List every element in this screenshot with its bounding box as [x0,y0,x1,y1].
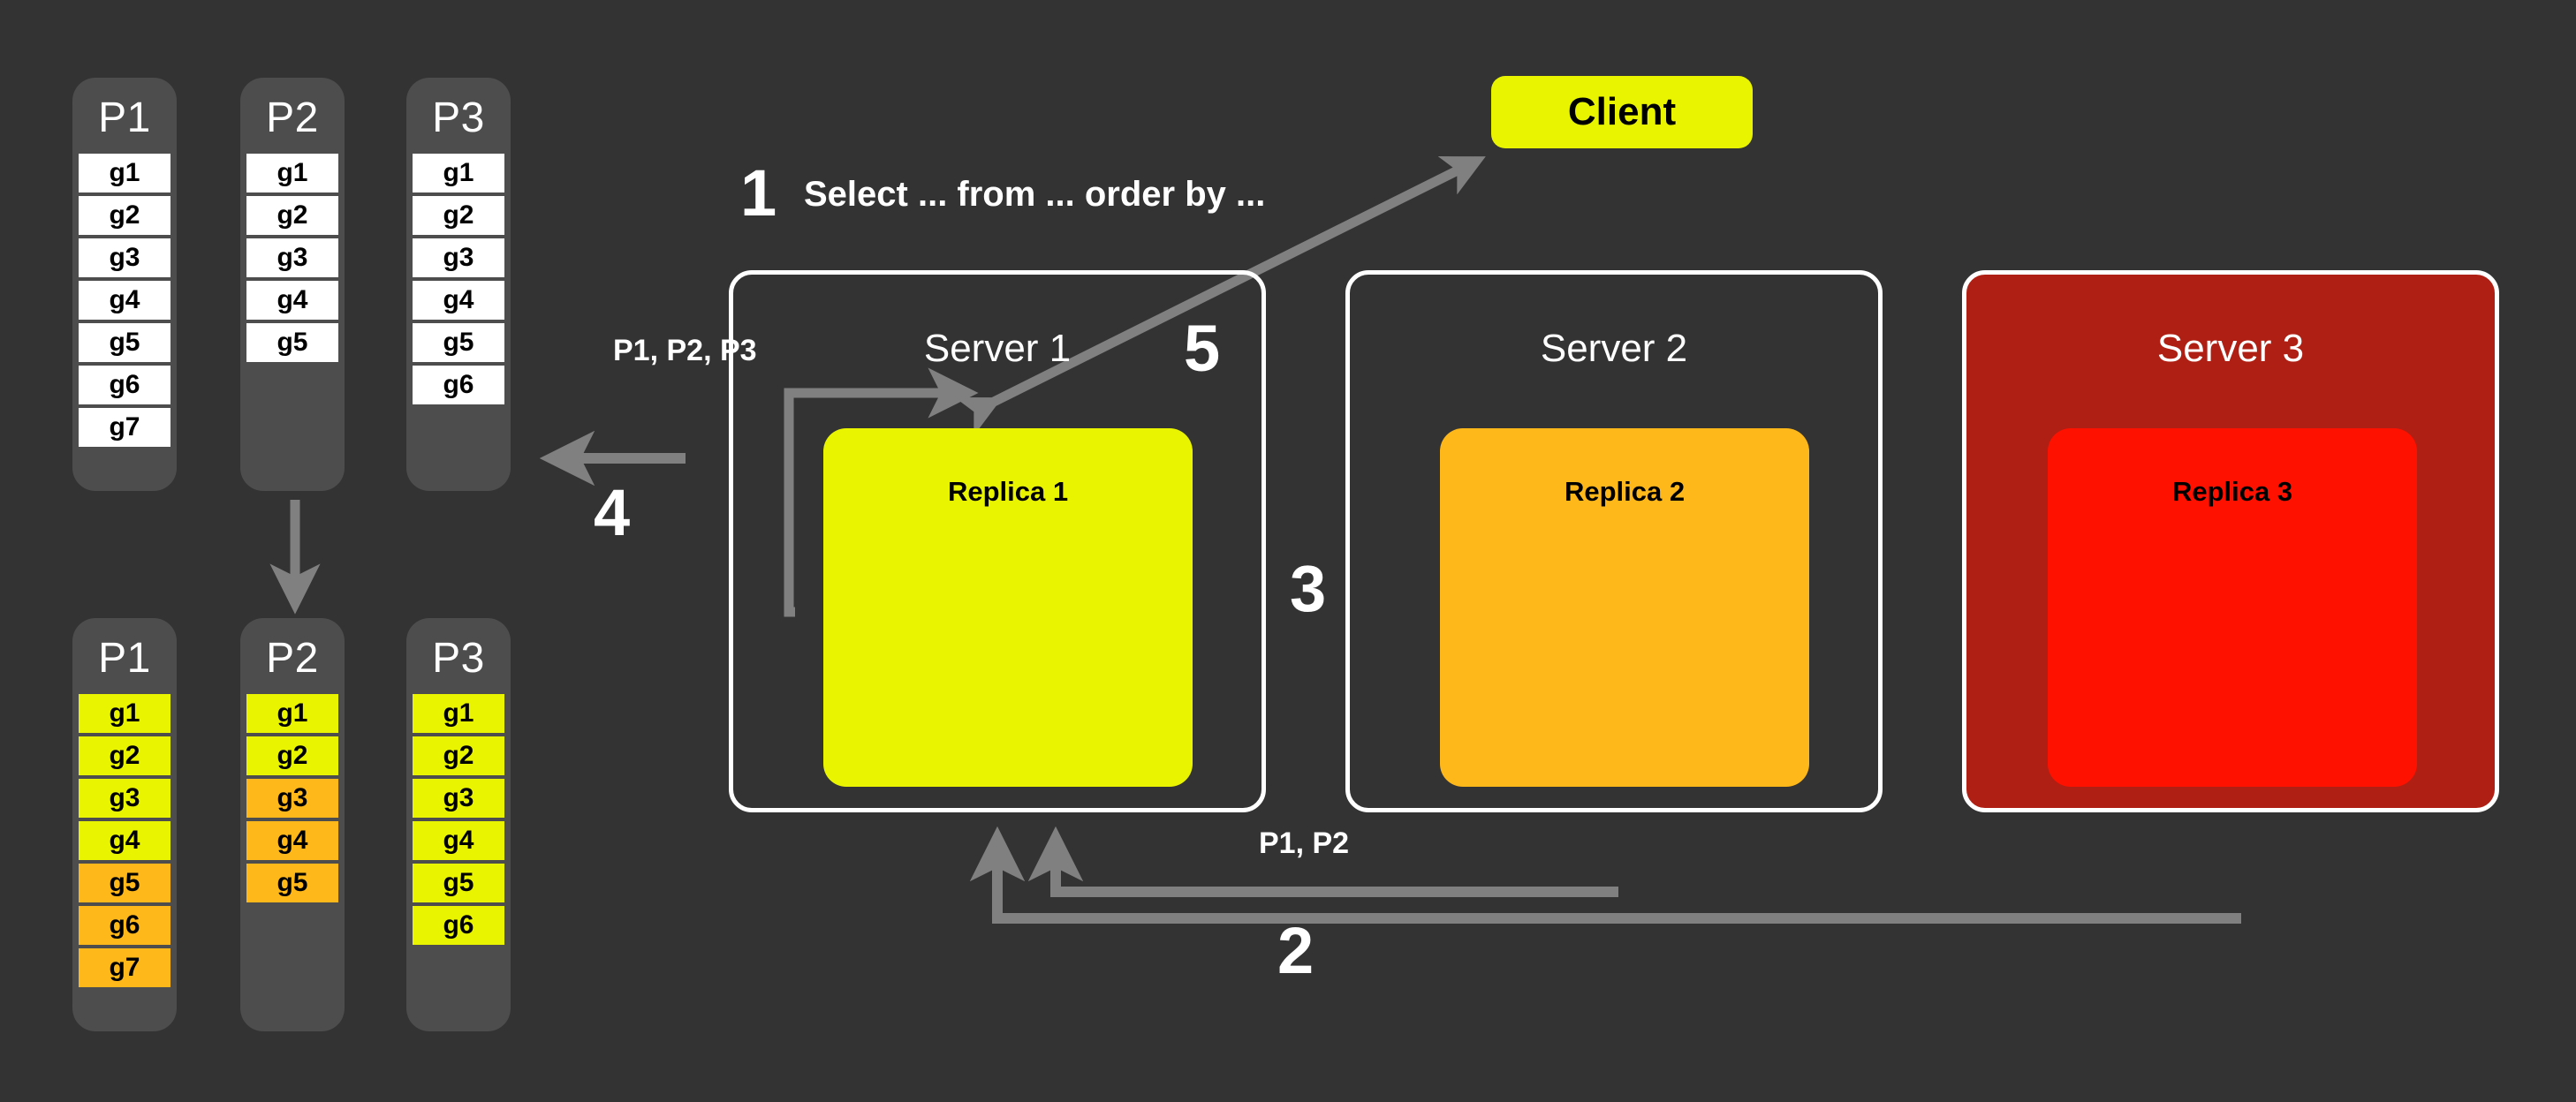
replica-1-box[interactable]: Replica 1 [823,428,1193,787]
replica-3-label: Replica 3 [2171,476,2293,507]
partition-title: P2 [266,635,319,682]
partition-p2-after: P2 g1 g2 g3 g4 g5 [240,618,345,1031]
partition-p1-before: P1 g1 g2 g3 g4 g5 g6 g7 [72,78,177,491]
partition-cells: g1 g2 g3 g4 g5 [240,694,345,902]
data-cell: g7 [79,408,170,447]
data-cell: g1 [79,694,170,733]
server-2-title: Server 2 [1540,327,1688,370]
data-cell: g4 [246,281,338,320]
data-cell: g1 [246,154,338,192]
data-cell: g1 [79,154,170,192]
step-4-number: 4 [594,476,631,549]
step-2-number: 2 [1277,914,1315,987]
data-cell: g1 [413,694,504,733]
partition-cells: g1 g2 g3 g4 g5 g6 [406,154,511,404]
data-cell: g3 [413,238,504,277]
data-cell: g4 [79,821,170,860]
data-cell: g4 [246,821,338,860]
data-cell: g5 [79,323,170,362]
data-cell: g6 [79,366,170,404]
data-cell: g3 [246,238,338,277]
server-3-title: Server 3 [2156,327,2305,370]
data-cell: g6 [79,906,170,945]
partition-title: P1 [98,635,151,682]
merged-partitions-label: P1, P2, P3 [613,334,757,367]
partition-p1-after: P1 g1 g2 g3 g4 g5 g6 g7 [72,618,177,1031]
replica-2-box[interactable]: Replica 2 [1440,428,1809,787]
partition-cells: g1 g2 g3 g4 g5 g6 [406,694,511,945]
data-cell: g6 [413,906,504,945]
server-1-box[interactable]: Server 1 Replica 1 [729,270,1266,812]
data-cell: g3 [246,779,338,818]
partition-p3-after: P3 g1 g2 g3 g4 g5 g6 [406,618,511,1031]
partition-cells: g1 g2 g3 g4 g5 g6 g7 [72,154,177,447]
server-2-box[interactable]: Server 2 Replica 2 [1345,270,1883,812]
partition-p3-before: P3 g1 g2 g3 g4 g5 g6 [406,78,511,491]
data-cell: g5 [246,864,338,902]
partition-title: P1 [98,94,151,141]
step-3-number: 3 [1290,552,1327,625]
partition-cells: g1 g2 g3 g4 g5 g6 g7 [72,694,177,987]
partition-title: P3 [432,94,485,141]
data-cell: g3 [413,779,504,818]
data-cell: g1 [413,154,504,192]
fetched-partitions-label: P1, P2 [1259,826,1350,860]
data-cell: g4 [413,821,504,860]
replica-2-label: Replica 2 [1564,476,1686,507]
partition-title: P2 [266,94,319,141]
partition-cells: g1 g2 g3 g4 g5 [240,154,345,362]
server-1-title: Server 1 [923,327,1072,370]
data-cell: g4 [79,281,170,320]
data-cell: g2 [413,196,504,235]
partition-p2-before: P2 g1 g2 g3 g4 g5 [240,78,345,491]
client-box[interactable]: Client [1491,76,1753,148]
data-cell: g2 [246,196,338,235]
data-cell: g1 [246,694,338,733]
client-label: Client [1567,90,1677,133]
data-cell: g3 [79,238,170,277]
data-cell: g4 [413,281,504,320]
server-3-box[interactable]: Server 3 Replica 3 [1962,270,2499,812]
data-cell: g5 [246,323,338,362]
data-cell: g6 [413,366,504,404]
data-cell: g5 [79,864,170,902]
data-cell: g2 [246,736,338,775]
data-cell: g7 [79,948,170,987]
partition-title: P3 [432,635,485,682]
replica-3-box[interactable]: Replica 3 [2048,428,2417,787]
arrow-server3-to-server1 [969,826,2241,924]
data-cell: g5 [413,864,504,902]
step-5-number: 5 [1184,312,1221,385]
data-cell: g2 [79,736,170,775]
step-1-number: 1 [740,156,777,230]
data-cell: g3 [79,779,170,818]
replica-1-label: Replica 1 [947,476,1069,507]
data-cell: g5 [413,323,504,362]
data-cell: g2 [79,196,170,235]
data-cell: g2 [413,736,504,775]
query-label: Select ... from ... order by ... [804,175,1266,214]
